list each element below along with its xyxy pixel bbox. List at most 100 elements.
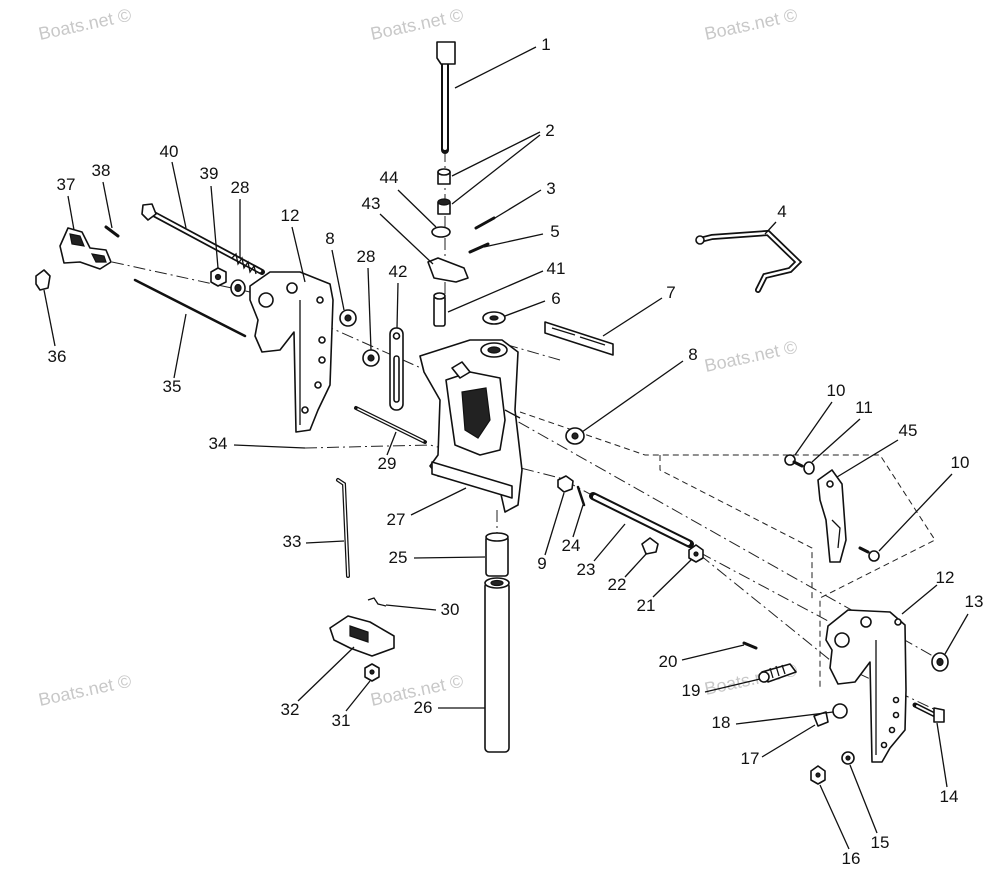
callout-42: 42 [389,262,408,281]
part-36-clip [35,269,51,291]
leader-22 [624,552,648,578]
leader-39 [210,185,219,269]
leader-32 [297,646,355,702]
part-31-nut [364,663,380,682]
callout-38: 38 [92,161,111,180]
leader-2a [451,131,541,177]
leader-41 [447,270,544,313]
watermark: Boats.net © [37,671,133,710]
callout-29: 29 [378,454,397,473]
part-29-rod [354,406,427,444]
leader-13 [944,613,969,655]
leader-15 [849,764,878,834]
callout-37: 37 [57,175,76,194]
callout-28-mid: 28 [357,247,376,266]
leader-24 [572,504,584,538]
part-39-nut [210,267,227,287]
part-28-washer-top [230,279,246,297]
callout-5: 5 [550,222,559,241]
leader-12b [901,584,938,615]
phantom-lines [111,150,941,713]
leader-6 [504,300,546,317]
leader-27 [410,487,467,516]
part-12-bracket-right [825,609,907,763]
callout-27: 27 [387,510,406,529]
part-12-bracket-left [249,271,334,433]
leader-42 [396,282,399,329]
part-2-bushings [437,168,451,215]
leader-43 [379,213,434,265]
part-25-bushing [485,532,509,577]
callout-10-right: 10 [951,453,970,472]
callout-16: 16 [842,849,861,868]
part-20-pin [742,641,758,650]
leader-9 [544,492,565,556]
leader-36 [43,289,56,347]
part-4-link-rod [695,229,803,293]
part-27-swivel-bracket [419,339,523,513]
callout-35: 35 [163,377,182,396]
callout-26: 26 [414,698,433,717]
callout-7: 7 [666,283,675,302]
part-28-washer-mid [362,349,380,367]
part-45-plate [817,469,847,563]
leader-20 [681,644,745,661]
leader-23 [593,523,626,562]
callout-14: 14 [940,787,959,806]
watermark: Boats.net © [703,5,799,44]
leader-34 [233,444,306,449]
leader-14 [936,722,948,788]
callout-8-right: 8 [688,345,697,364]
part-24-pin [576,485,586,507]
leader-21 [652,558,693,598]
part-28-spring-top [231,252,257,275]
part-8-washer-right [565,427,585,445]
part-44-washer [431,226,451,238]
part-35-rod [133,278,247,338]
callout-24: 24 [562,536,581,555]
leader-10a [794,401,833,456]
watermark: Boats.net © [369,5,465,44]
callout-19: 19 [682,681,701,700]
part-7-decal [544,321,614,356]
part-41-bushing [433,292,446,327]
callout-36: 36 [48,347,67,366]
callout-44: 44 [380,168,399,187]
callout-2: 2 [545,121,554,140]
callout-25: 25 [389,548,408,567]
callout-15: 15 [871,833,890,852]
part-23-shaft [589,492,694,548]
watermark: Boats.net © [37,5,133,44]
leader-44 [397,189,437,228]
part-5-pin [468,242,490,254]
leader-8b [581,360,684,433]
callout-1: 1 [541,35,550,54]
callout-21: 21 [637,596,656,615]
callout-43: 43 [362,194,381,213]
part-42-link [389,327,404,411]
part-16-nut [810,765,826,785]
part-10-bolt-top [784,454,804,468]
callout-18: 18 [712,713,731,732]
callout-12-right: 12 [936,568,955,587]
callout-17: 17 [741,749,760,768]
part-8-washer-left [339,309,357,327]
part-10-bolt-right [858,546,880,562]
callouts: 1 2 3 4 5 41 6 7 8 44 43 40 39 28 38 37 … [48,35,984,868]
callout-32: 32 [281,700,300,719]
leader-1 [454,46,537,89]
part-18-washer [832,703,848,719]
leader-4 [764,221,777,235]
part-33-rod [336,478,350,578]
centerline-main [111,261,941,661]
leader-25 [413,556,486,559]
callout-28-top: 28 [231,178,250,197]
leader-5 [483,233,544,248]
leader-18 [735,711,834,725]
part-26-tube [484,577,510,753]
callout-9: 9 [537,554,546,573]
callout-11: 11 [855,398,873,417]
watermark: Boats.net © [703,337,799,376]
callout-6: 6 [551,289,560,308]
leader-2b [451,134,541,205]
